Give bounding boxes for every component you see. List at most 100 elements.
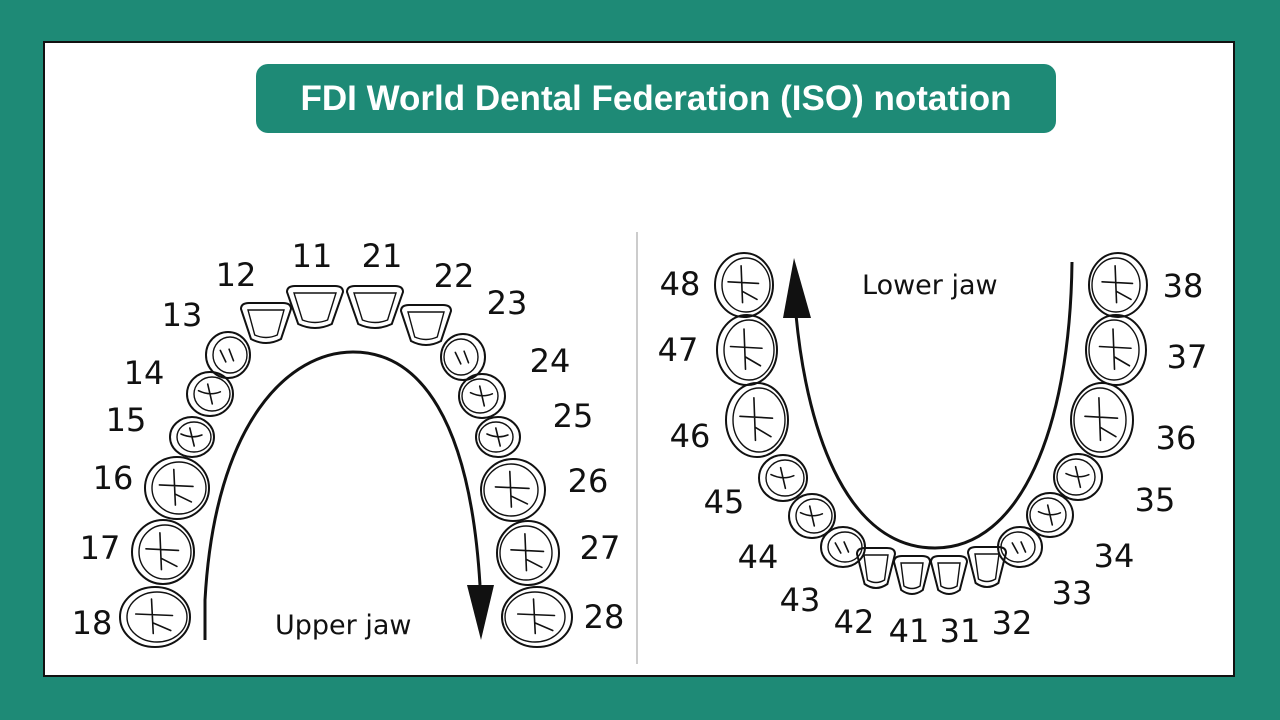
tooth-48-inner [721,257,771,313]
tooth-33-inner [1000,531,1036,563]
lower-jaw-arrow [794,261,1074,550]
tooth-28-groove [516,598,556,635]
tooth-25-inner [478,421,514,453]
tooth-number-16: 16 [93,459,134,497]
tooth-37-crown [1085,314,1147,386]
tooth-number-21: 21 [362,237,403,275]
tooth-number-37: 37 [1167,338,1208,376]
tooth-number-48: 48 [660,265,701,303]
tooth-number-25: 25 [553,397,594,435]
tooth-32-crown [966,546,1008,588]
tooth-number-35: 35 [1135,481,1176,519]
tooth-number-32: 32 [992,604,1033,642]
tooth-34 [1026,492,1074,538]
tooth-31 [929,555,969,595]
tooth-number-28: 28 [584,598,625,636]
tooth-16-groove [158,468,194,506]
diagram-card [43,41,1235,677]
tooth-35-inner [1056,458,1096,496]
tooth-number-17: 17 [80,529,121,567]
tooth-number-14: 14 [124,354,165,392]
tooth-26-inner [483,463,539,517]
tooth-27-inner [499,525,553,581]
tooth-44-groove [799,505,824,527]
tooth-14-crown [186,371,234,417]
tooth-35-groove [1065,465,1090,489]
tooth-47 [716,314,778,386]
tooth-17-inner [138,524,192,580]
tooth-43 [820,526,866,568]
tooth-13-groove [219,348,235,363]
tooth-36-groove [1084,397,1119,442]
tooth-14-inner [193,376,231,412]
tooth-number-34: 34 [1094,537,1135,575]
tooth-11-inner [293,292,337,324]
tooth-28-inner [504,591,566,643]
tooth-number-22: 22 [434,257,475,295]
tooth-21-crown [345,285,405,329]
tooth-37-inner [1088,319,1140,381]
tooth-35 [1053,453,1103,501]
tooth-38-crown [1088,252,1148,318]
tooth-14 [186,371,234,417]
tooth-34-crown [1026,492,1074,538]
tooth-27-groove [510,533,545,572]
tooth-number-45: 45 [704,483,745,521]
tooth-18 [119,586,191,648]
tooth-number-26: 26 [568,462,609,500]
tooth-14-groove [197,383,222,405]
lower-arrow-head [783,258,811,318]
tooth-number-46: 46 [670,417,711,455]
tooth-42-crown [855,547,897,589]
tooth-number-13: 13 [162,296,203,334]
tooth-24-groove [469,385,494,407]
tooth-13-crown [205,331,251,379]
tooth-23-groove [454,350,470,365]
tooth-26 [480,458,546,522]
tooth-47-crown [716,314,778,386]
tooth-number-36: 36 [1156,419,1197,457]
tooth-22-inner [407,311,445,341]
tooth-45-inner [765,459,805,497]
tooth-24 [458,373,506,419]
tooth-number-18: 18 [72,604,113,642]
tooth-32-inner [974,553,1000,583]
tooth-21-inner [353,292,397,324]
tooth-25-crown [475,416,521,458]
tooth-42-inner [863,554,889,584]
tooth-23-inner [443,338,479,376]
tooth-46-crown [725,382,789,458]
tooth-12 [239,302,293,344]
tooth-16 [144,456,210,520]
tooth-37 [1085,314,1147,386]
tooth-33-crown [997,526,1043,568]
tooth-number-12: 12 [216,256,257,294]
tooth-15-inner [176,421,212,453]
tooth-13-inner [212,336,248,374]
tooth-26-crown [480,458,546,522]
tooth-number-31: 31 [940,612,981,650]
tooth-45-groove [770,466,795,490]
tooth-17-groove [145,532,180,571]
tooth-18-inner [126,591,188,643]
tooth-16-crown [144,456,210,520]
tooth-12-inner [247,309,285,339]
tooth-36 [1070,382,1134,458]
tooth-38-groove [1101,265,1134,304]
tooth-37-groove [1098,328,1132,371]
tooth-35-crown [1053,453,1103,501]
tooth-41-crown [892,555,932,595]
tooth-42 [855,547,897,589]
tooth-13 [205,331,251,379]
tooth-36-crown [1070,382,1134,458]
tooth-22-crown [399,304,453,346]
tooth-28-crown [501,586,573,648]
tooth-23 [440,333,486,381]
tooth-21 [345,285,405,329]
tooth-22 [399,304,453,346]
tooth-38-inner [1091,257,1141,313]
tooth-16-inner [151,461,207,515]
tooth-44-crown [788,493,836,539]
tooth-46-groove [739,397,774,442]
